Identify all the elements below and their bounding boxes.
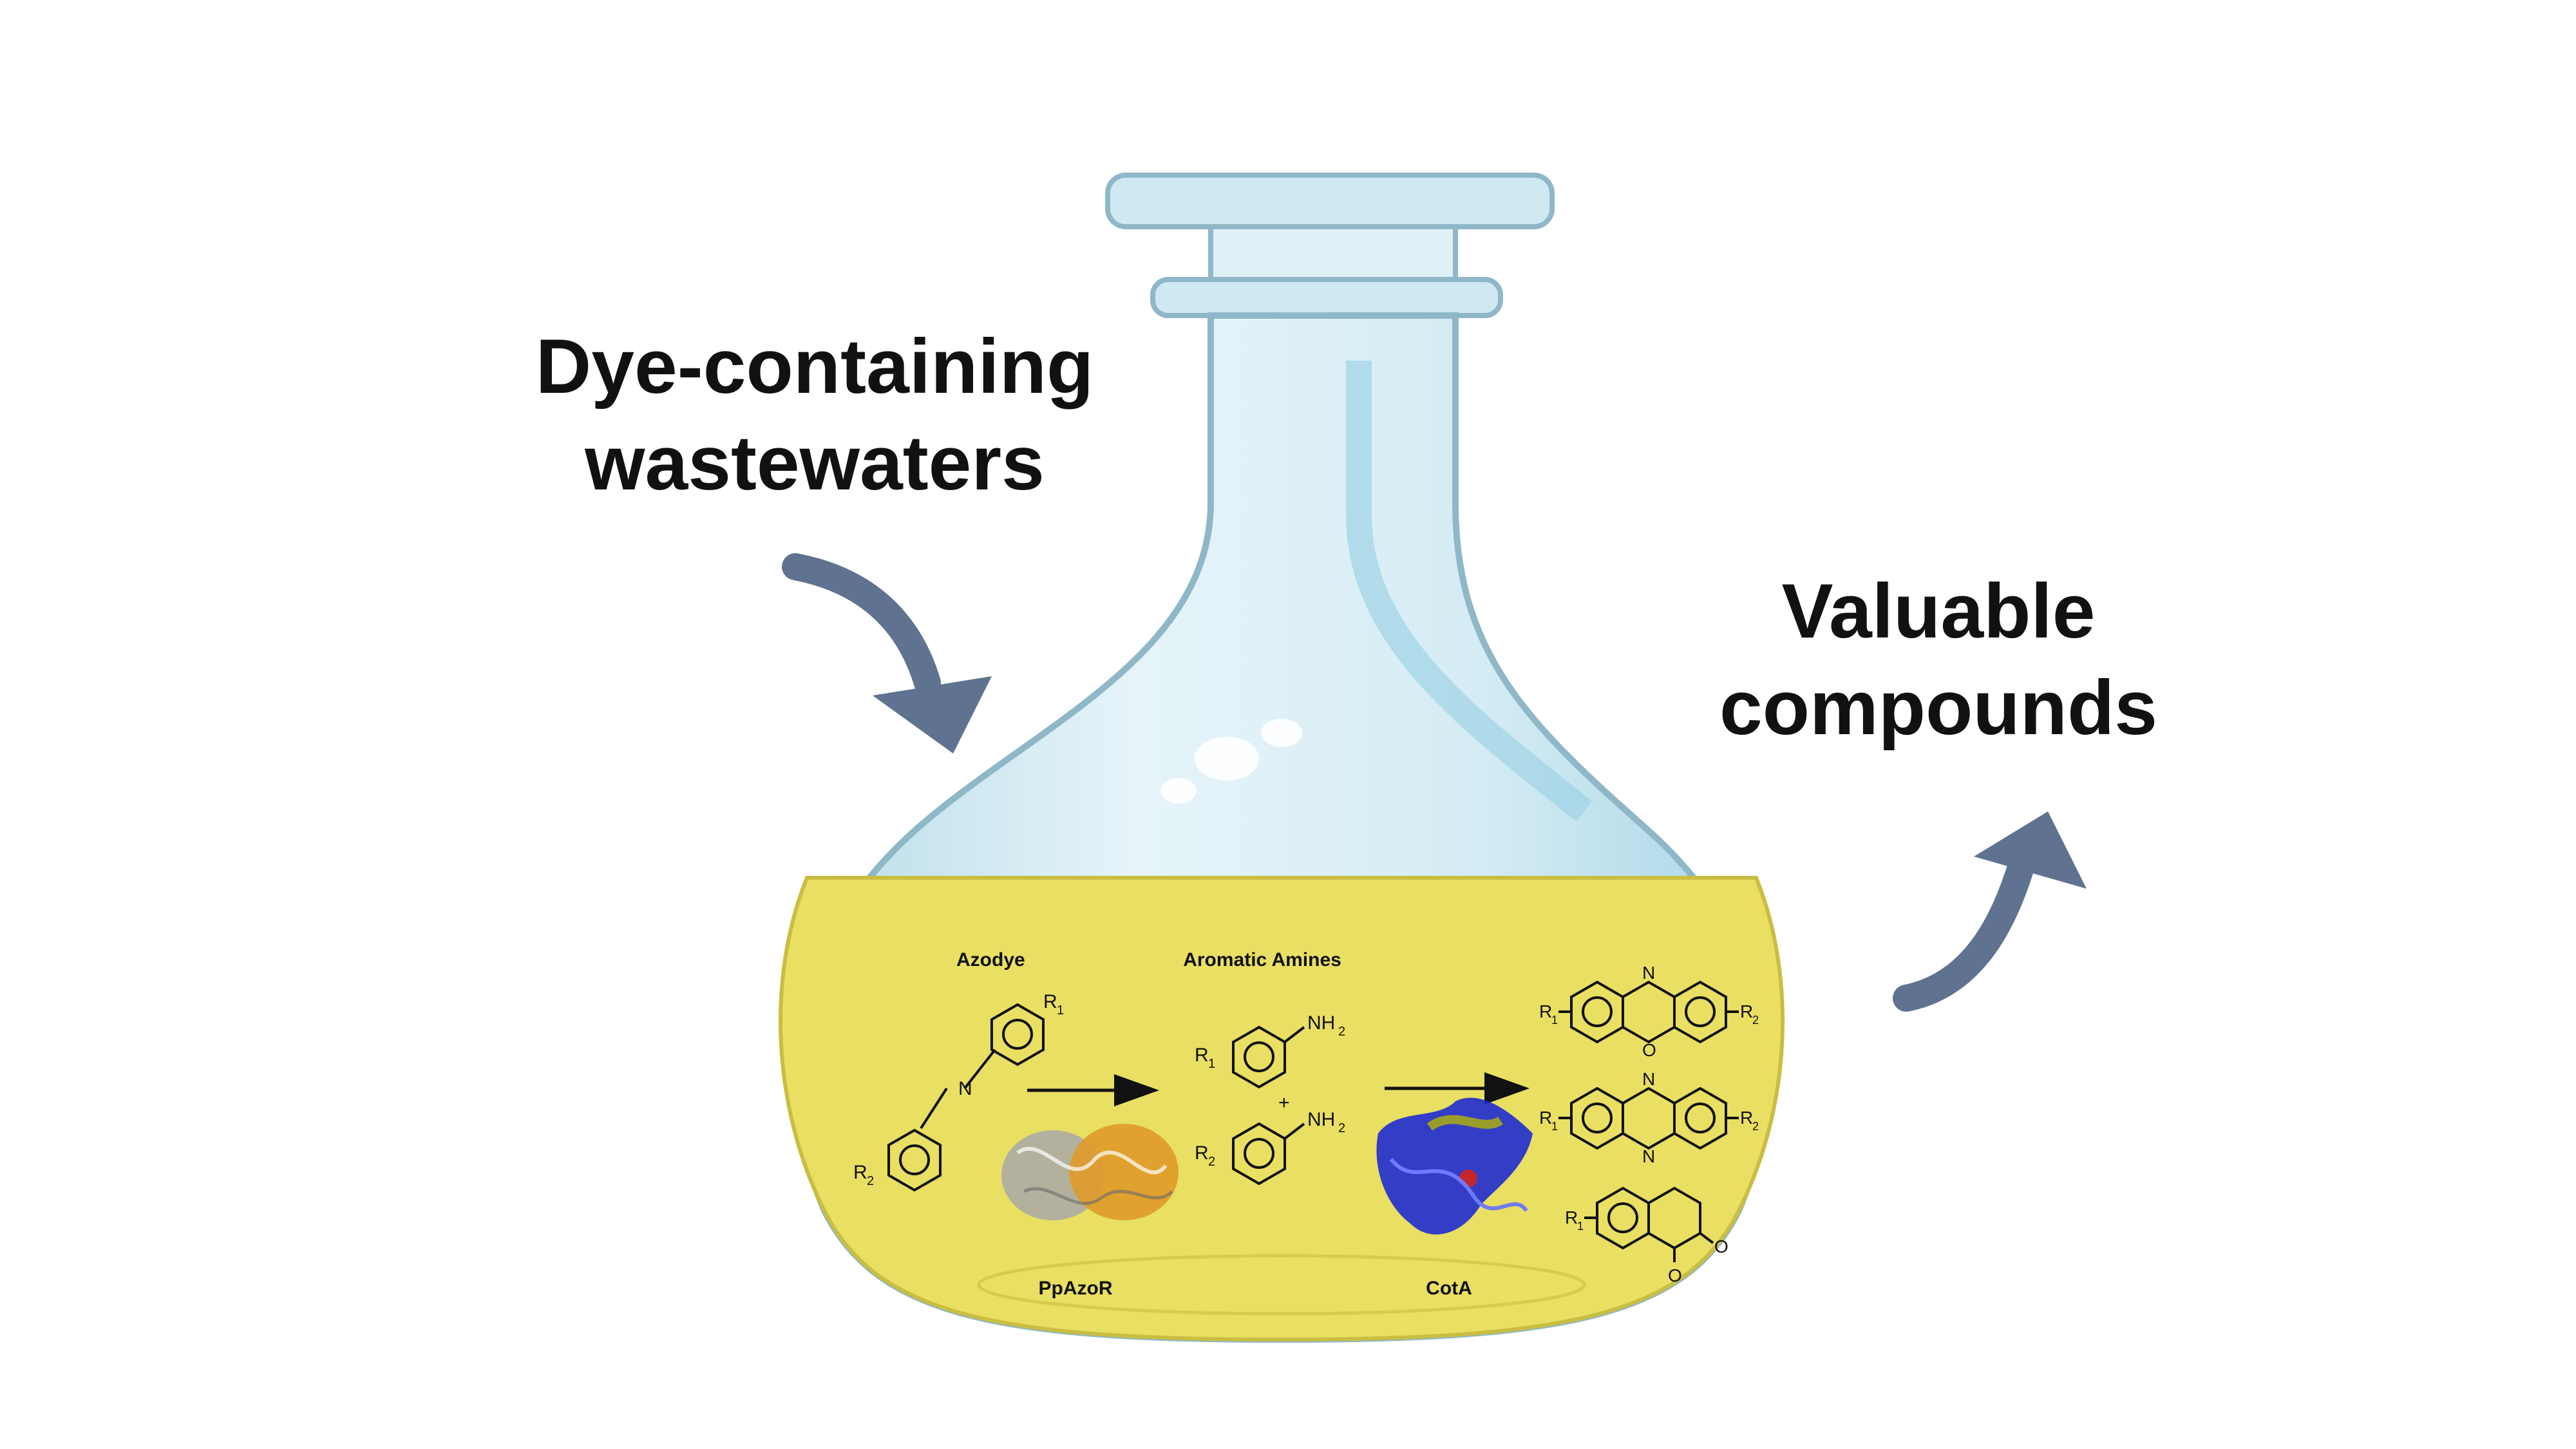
p1-r1-sub: 1 xyxy=(1551,1014,1558,1027)
azo-n1: N xyxy=(958,1078,972,1099)
output-label-line1: Valuable xyxy=(1782,568,2096,654)
input-arrow xyxy=(782,553,992,753)
azo-r2: R xyxy=(853,1162,867,1183)
amine2-nh2: NH xyxy=(1307,1109,1335,1130)
plus-sign: + xyxy=(1278,1092,1290,1113)
p2-n-top: N xyxy=(1642,1069,1655,1089)
flask-liquid xyxy=(779,876,1785,1342)
amine2-nh2-sub: 2 xyxy=(1338,1121,1345,1135)
product-quinone xyxy=(1584,1186,1714,1262)
azo-r1: R xyxy=(1043,991,1057,1012)
p1-o: O xyxy=(1642,1040,1656,1060)
azodye-structure xyxy=(887,1003,1045,1192)
cota-label: CotA xyxy=(1426,1278,1472,1299)
ppazor-protein-image xyxy=(1001,1124,1179,1220)
p1-r2-sub: 2 xyxy=(1752,1014,1759,1027)
aromatic-amines-label: Aromatic Amines xyxy=(1183,949,1341,971)
amine1-r1-sub: 1 xyxy=(1208,1057,1215,1071)
reaction-scheme: Azodye Aromatic Amines N R 1 R 2 PpAzoR xyxy=(853,949,1759,1299)
p3-o2: O xyxy=(1668,1265,1682,1285)
azo-r1-sub: 1 xyxy=(1057,1003,1064,1018)
p1-r1: R xyxy=(1539,1001,1552,1021)
amine2-r2: R xyxy=(1195,1142,1209,1164)
p2-r2-sub: 2 xyxy=(1752,1120,1759,1133)
p2-r2: R xyxy=(1740,1108,1753,1128)
azodye-label: Azodye xyxy=(956,949,1025,971)
amine2-r2-sub: 2 xyxy=(1208,1155,1215,1169)
p2-r1-sub: 1 xyxy=(1551,1120,1558,1133)
p1-n: N xyxy=(1642,963,1655,983)
amine1-nh2: NH xyxy=(1307,1012,1335,1034)
output-label-line2: compounds xyxy=(1719,665,2157,751)
p3-r1: R xyxy=(1565,1208,1578,1227)
product-phenoxazine xyxy=(1558,980,1739,1044)
cota-protein-image xyxy=(1376,1097,1533,1235)
input-label-line1: Dye-containing xyxy=(536,323,1094,410)
p3-r1-sub: 1 xyxy=(1577,1220,1584,1233)
p2-n-bottom: N xyxy=(1642,1146,1655,1166)
product-phenazine xyxy=(1558,1086,1739,1150)
azo-r2-sub: 2 xyxy=(867,1174,874,1188)
amine-structure-1 xyxy=(1232,1025,1305,1089)
p2-r1: R xyxy=(1539,1108,1552,1128)
p3-o1: O xyxy=(1714,1236,1728,1256)
amine1-nh2-sub: 2 xyxy=(1338,1025,1345,1039)
amine-structure-2 xyxy=(1232,1122,1305,1186)
ppazor-label: PpAzoR xyxy=(1039,1278,1113,1299)
p1-r2: R xyxy=(1740,1001,1753,1021)
output-arrow xyxy=(1893,811,2087,1012)
input-label-line2: wastewaters xyxy=(584,420,1045,506)
amine1-r1: R xyxy=(1195,1045,1209,1066)
